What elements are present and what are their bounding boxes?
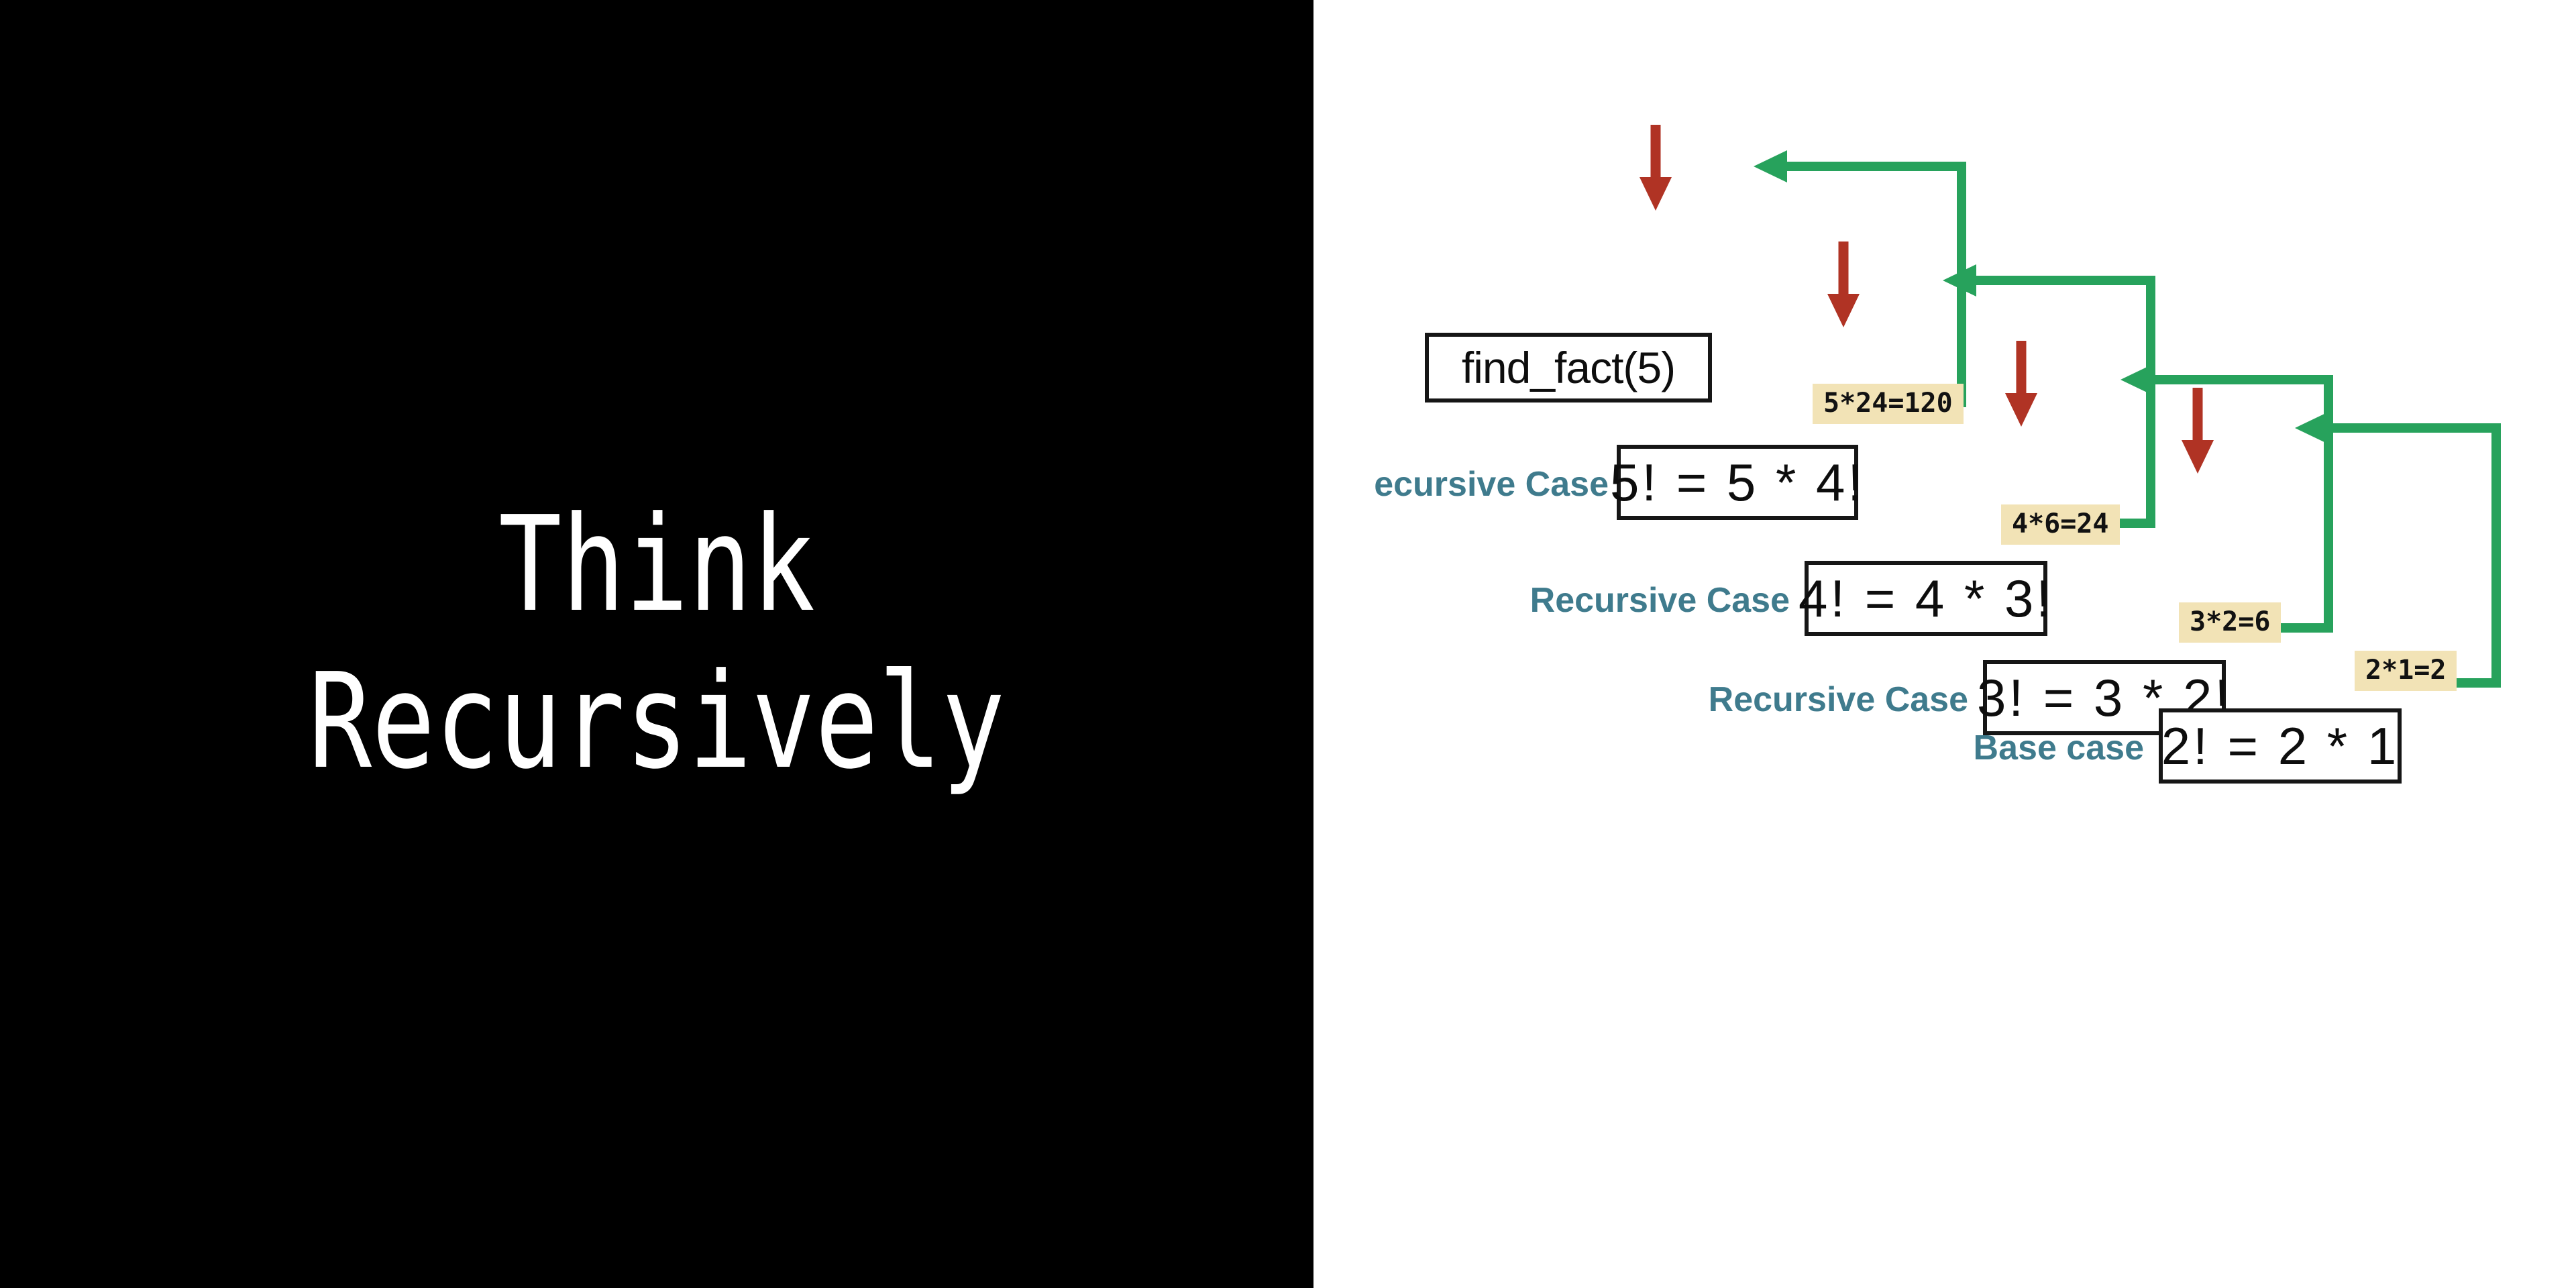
- recursion-diagram: find_fact(5) 5! = 5 * 4! 4! = 4 * 3! 3! …: [1313, 0, 2576, 1288]
- node-box-find-fact[interactable]: find_fact(5): [1425, 333, 1712, 402]
- node-label-fact2: 2! = 2 * 1: [2161, 716, 2400, 775]
- node-label-fact4: 4! = 4 * 3!: [1798, 568, 2054, 628]
- result-label-5-24-120: 5*24=120: [1813, 384, 1964, 424]
- right-diagram-panel: find_fact(5) 5! = 5 * 4! 4! = 4 * 3! 3! …: [1313, 0, 2576, 1288]
- title-block: Think Recursively: [308, 488, 1006, 798]
- node-label-fact5: 5! = 5 * 4!: [1609, 452, 1866, 512]
- title-line-2: Recursively: [308, 645, 1006, 798]
- case-label-fact5: ecursive Case: [1374, 465, 1609, 504]
- node-box-fact4[interactable]: 4! = 4 * 3!: [1799, 561, 2051, 636]
- node-box-fact2[interactable]: 2! = 2 * 1: [2159, 708, 2402, 784]
- call-arrow-3: [2005, 341, 2037, 427]
- call-arrow-2: [1827, 241, 1860, 327]
- node-label-find-fact: find_fact(5): [1461, 343, 1676, 392]
- result-label-4-6-24: 4*6=24: [2001, 504, 2120, 545]
- node-box-fact5[interactable]: 5! = 5 * 4!: [1610, 445, 1862, 520]
- result-label-2-1-2: 2*1=2: [2355, 651, 2457, 691]
- case-label-fact3: Recursive Case: [1708, 680, 1968, 719]
- left-title-panel: Think Recursively: [0, 0, 1313, 1288]
- call-arrow-4: [2182, 388, 2214, 474]
- title-line-1: Think: [498, 488, 815, 642]
- result-label-3-2-6: 3*2=6: [2179, 602, 2282, 643]
- case-label-fact4: Recursive Case: [1529, 581, 1790, 620]
- call-arrow-1: [1640, 125, 1672, 211]
